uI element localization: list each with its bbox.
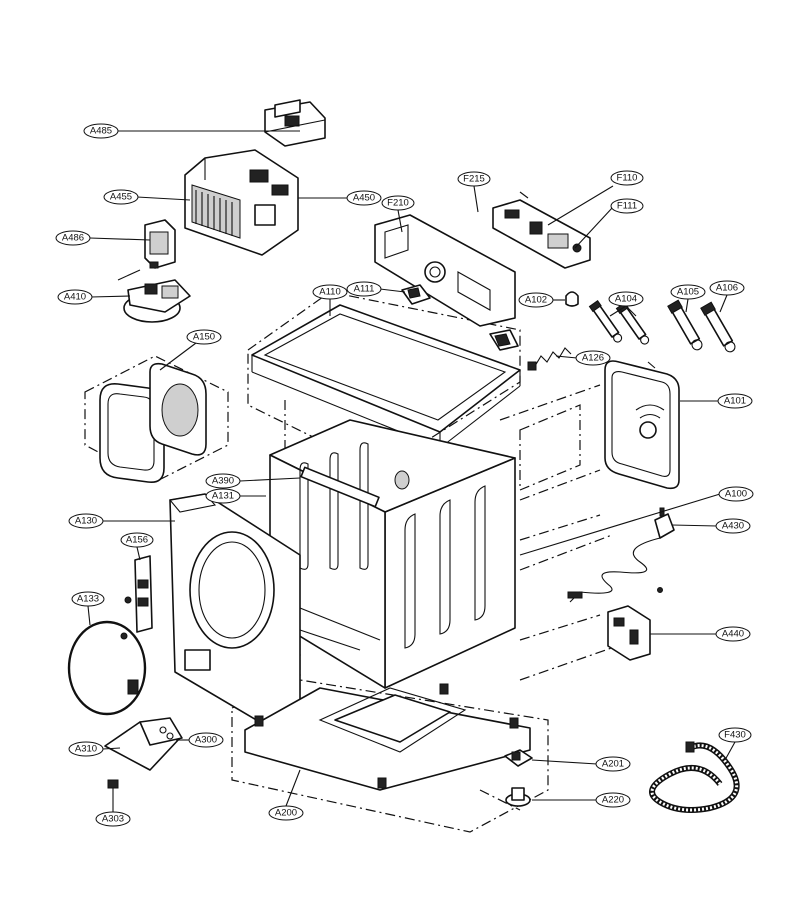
svg-text:A310: A310 xyxy=(75,744,97,755)
callout-a126: A126 xyxy=(575,350,611,366)
svg-text:A156: A156 xyxy=(126,535,148,546)
callout-f110: F110 xyxy=(610,170,644,186)
svg-text:F111: F111 xyxy=(617,201,637,212)
svg-text:F215: F215 xyxy=(463,174,485,185)
control-panel xyxy=(374,191,591,327)
a102-knob xyxy=(565,291,579,307)
callout-a201: A201 xyxy=(595,756,631,772)
svg-text:A111: A111 xyxy=(354,284,375,295)
callout-a450: A450 xyxy=(346,190,382,206)
svg-text:A300: A300 xyxy=(195,735,217,746)
callout-a100: A100 xyxy=(718,486,754,502)
callout-a430: A430 xyxy=(715,518,751,534)
callout-a150: A150 xyxy=(186,329,222,345)
callout-a455: A455 xyxy=(103,189,139,205)
a455-a450-pcb-assembly xyxy=(184,149,299,256)
leader-lines xyxy=(87,130,736,812)
svg-text:A101: A101 xyxy=(724,396,746,407)
a410-part xyxy=(117,269,191,323)
svg-text:F210: F210 xyxy=(387,198,409,209)
callout-a485: A485 xyxy=(83,123,119,139)
callout-a486: A486 xyxy=(55,230,91,246)
callout-a133: A133 xyxy=(71,591,105,607)
svg-text:A104: A104 xyxy=(615,294,637,305)
svg-text:A105: A105 xyxy=(677,287,699,298)
callout-a102: A102 xyxy=(518,292,554,308)
svg-text:A106: A106 xyxy=(716,283,738,294)
svg-text:A201: A201 xyxy=(602,759,624,770)
a486-part xyxy=(144,219,176,269)
svg-text:A485: A485 xyxy=(90,126,112,137)
callout-a220: A220 xyxy=(595,792,631,808)
callout-a110: A110 xyxy=(312,284,348,300)
shock-absorbers xyxy=(588,299,736,353)
callout-a200: A200 xyxy=(268,805,304,821)
svg-text:A410: A410 xyxy=(64,292,86,303)
callout-a390: A390 xyxy=(205,473,241,489)
callout-f430: F430 xyxy=(718,727,752,743)
svg-text:A131: A131 xyxy=(212,491,234,502)
svg-text:A102: A102 xyxy=(525,295,547,306)
callout-f215: F215 xyxy=(457,171,491,187)
a430-power-cord xyxy=(567,507,675,603)
svg-text:F110: F110 xyxy=(617,173,638,184)
callout-a131: A131 xyxy=(205,488,241,504)
callout-a104: A104 xyxy=(608,291,644,307)
a150-door-frame xyxy=(99,362,207,484)
base-frame xyxy=(244,683,531,791)
a156-latch xyxy=(120,555,153,640)
callout-a440: A440 xyxy=(715,626,751,642)
a485-part xyxy=(264,99,326,147)
cabinet xyxy=(269,419,516,689)
a126-spring xyxy=(527,347,572,371)
callout-a101: A101 xyxy=(717,393,753,409)
svg-text:F430: F430 xyxy=(724,730,746,741)
callout-a106: A106 xyxy=(709,280,745,296)
a133-clamp-ring xyxy=(67,620,147,716)
svg-text:A455: A455 xyxy=(110,192,132,203)
svg-text:A126: A126 xyxy=(582,353,604,364)
svg-text:A110: A110 xyxy=(319,287,340,298)
f430-drain-hose xyxy=(649,741,740,813)
callout-a111: A111 xyxy=(346,281,382,297)
svg-text:A390: A390 xyxy=(212,476,234,487)
svg-text:A150: A150 xyxy=(193,332,215,343)
svg-text:A100: A100 xyxy=(725,489,747,500)
svg-text:A133: A133 xyxy=(77,594,99,605)
a111-hinges xyxy=(401,284,519,351)
callout-a310: A310 xyxy=(68,741,104,757)
svg-text:A450: A450 xyxy=(353,193,375,204)
svg-text:A430: A430 xyxy=(722,521,744,532)
leveling-feet xyxy=(504,749,533,807)
callout-a130: A130 xyxy=(68,513,104,529)
callout-f111: F111 xyxy=(610,198,644,214)
a300-a310-service-cover xyxy=(104,717,183,808)
callout-a156: A156 xyxy=(120,532,154,548)
callout-a105: A105 xyxy=(670,284,706,300)
callout-a410: A410 xyxy=(57,289,93,305)
svg-text:A303: A303 xyxy=(102,814,124,825)
svg-text:A200: A200 xyxy=(275,808,297,819)
svg-text:A220: A220 xyxy=(602,795,624,806)
svg-text:A486: A486 xyxy=(62,233,84,244)
svg-text:A130: A130 xyxy=(75,516,97,527)
callout-a303: A303 xyxy=(95,811,131,827)
callout-a300: A300 xyxy=(188,732,224,748)
callout-f210: F210 xyxy=(381,195,415,211)
svg-text:A440: A440 xyxy=(722,629,744,640)
a101-back-panel xyxy=(604,360,680,490)
a440-filter xyxy=(607,587,663,661)
